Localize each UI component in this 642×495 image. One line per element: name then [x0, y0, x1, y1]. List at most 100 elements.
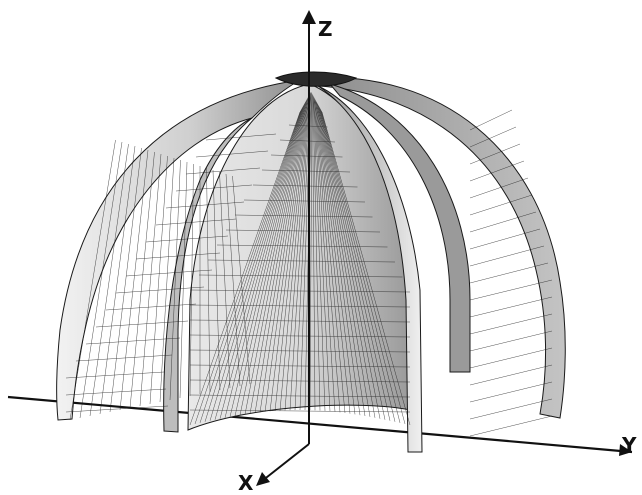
- mesh-line: [469, 228, 541, 250]
- mesh-line: [261, 169, 351, 173]
- z-axis: Z: [302, 10, 333, 444]
- mesh-line: [65, 405, 169, 413]
- mesh-line: [145, 235, 229, 243]
- y-axis-line: [7, 395, 633, 454]
- mesh-line: [189, 289, 411, 293]
- mesh-line: [318, 105, 376, 418]
- mesh-line: [284, 94, 310, 411]
- mesh-line: [155, 218, 237, 226]
- mesh-line: [209, 108, 303, 421]
- x-axis-arrowhead: [256, 472, 270, 486]
- mesh-line: [469, 313, 553, 335]
- mesh-line: [469, 245, 545, 267]
- mesh-line: [224, 105, 304, 418]
- mesh-line: [214, 107, 303, 420]
- mesh-line: [469, 177, 529, 199]
- mesh-line: [207, 259, 396, 263]
- mesh-line: [316, 101, 356, 415]
- mesh-line: [244, 101, 306, 415]
- mesh-line: [219, 106, 304, 419]
- mesh-line: [165, 201, 245, 209]
- mesh-line: [85, 337, 181, 345]
- mesh-line: [270, 154, 343, 158]
- mesh-line: [469, 381, 553, 403]
- x-axis-label: X: [238, 471, 254, 495]
- mesh-line: [185, 167, 261, 175]
- mesh-line: [189, 379, 411, 383]
- mesh-line: [252, 184, 358, 188]
- mesh-line: [225, 229, 381, 233]
- mesh-line: [469, 296, 553, 318]
- mesh-line: [254, 100, 307, 414]
- mesh-line: [175, 184, 253, 192]
- mesh-line: [234, 214, 373, 218]
- mesh-line: [469, 143, 521, 165]
- mesh-line: [321, 111, 411, 426]
- mesh-line: [469, 415, 553, 437]
- mesh-line: [69, 139, 116, 421]
- mesh-line: [75, 354, 173, 362]
- mesh-line: [319, 108, 391, 421]
- mesh-line: [294, 92, 311, 411]
- mesh-line: [212, 169, 221, 391]
- mesh-line: [320, 109, 396, 422]
- mesh-line: [204, 109, 302, 422]
- mesh-line: [469, 398, 553, 420]
- mesh-line: [189, 349, 411, 353]
- mesh-line: [319, 107, 386, 420]
- x-axis-line: [261, 443, 310, 482]
- mesh-line: [469, 364, 553, 386]
- mesh-line: [264, 98, 308, 412]
- mesh-line: [105, 303, 197, 311]
- mesh-line: [469, 262, 549, 284]
- mesh-line: [225, 173, 241, 387]
- axes-group: [7, 395, 633, 456]
- mesh-line: [189, 111, 301, 426]
- mesh-line: [206, 167, 211, 393]
- mesh-line: [159, 157, 175, 403]
- y-axis-label: Y: [621, 433, 637, 457]
- mesh-line: [469, 279, 553, 301]
- mesh-line: [232, 175, 251, 385]
- mesh-line: [239, 102, 306, 416]
- mesh-line: [115, 286, 205, 294]
- back-shells: [310, 76, 566, 419]
- mesh-line: [169, 159, 181, 401]
- mesh-line: [469, 160, 525, 182]
- mesh-line: [469, 347, 553, 369]
- mesh-line: [314, 98, 336, 412]
- mesh-line: [189, 304, 411, 308]
- mesh-line: [312, 95, 321, 411]
- mesh-line: [135, 252, 221, 260]
- mesh-line: [189, 364, 411, 368]
- mesh-line: [259, 99, 308, 413]
- mesh-line: [189, 409, 411, 413]
- mesh-line: [119, 149, 149, 411]
- mesh-line: [274, 96, 309, 411]
- mesh-line: [312, 94, 316, 411]
- mesh-line: [189, 334, 411, 338]
- mesh-line: [109, 147, 142, 413]
- mesh-line: [249, 101, 307, 414]
- shell-left-inner: [163, 117, 253, 433]
- mesh-line: [469, 330, 553, 352]
- mesh-line: [189, 394, 411, 398]
- mesh-line: [269, 97, 309, 412]
- mesh-line: [125, 269, 213, 277]
- mesh-line: [315, 100, 346, 414]
- mesh-line: [65, 388, 167, 396]
- mesh-line: [313, 96, 326, 411]
- mesh-line: [469, 194, 533, 216]
- mesh-line: [317, 103, 366, 417]
- mesh-line: [320, 110, 401, 423]
- mesh-line: [469, 126, 517, 148]
- mesh-line: [89, 143, 129, 417]
- mesh-line: [149, 155, 168, 405]
- mesh-line: [195, 150, 269, 158]
- mesh-line: [199, 110, 302, 423]
- mesh-line: [309, 93, 313, 411]
- x-axis: X: [238, 443, 310, 495]
- mesh-line: [469, 211, 537, 233]
- mesh-line: [194, 111, 301, 425]
